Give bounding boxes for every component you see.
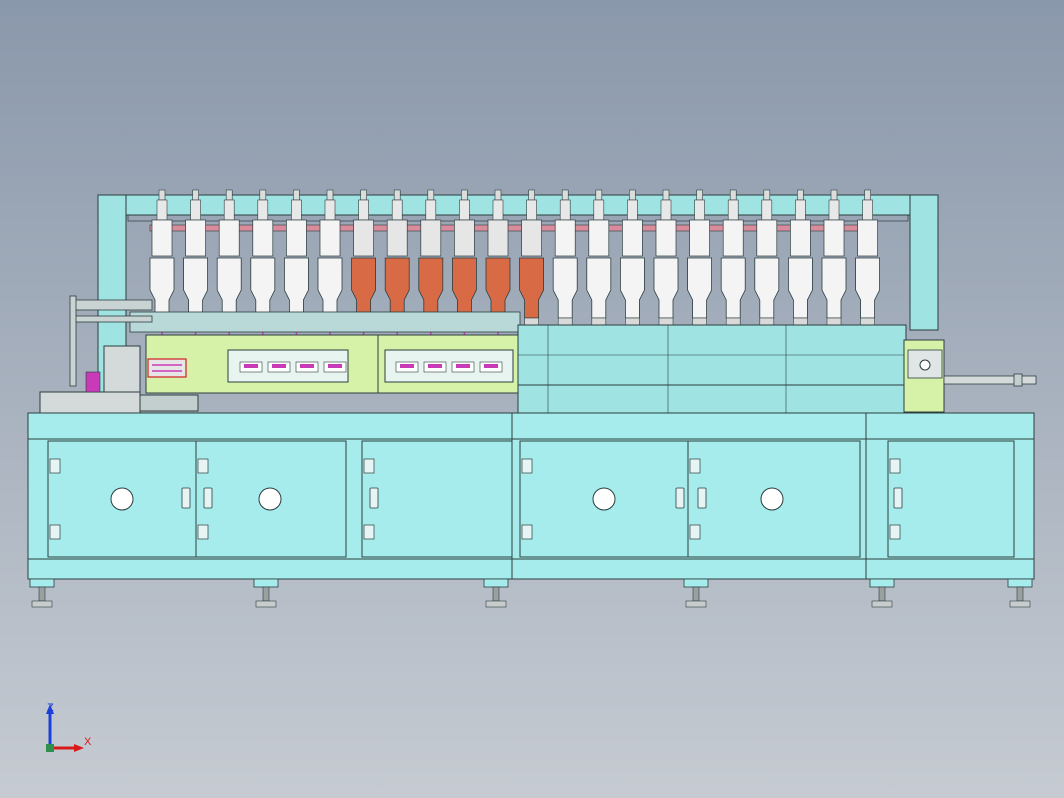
fixture: [295, 361, 319, 373]
horn-station: [788, 189, 813, 336]
leveling-foot: [253, 578, 279, 608]
horn-station: [620, 189, 645, 336]
horn-station: [552, 189, 578, 336]
door-knob: [110, 487, 134, 511]
fixture: [239, 361, 263, 373]
axis-triad: Z X: [46, 702, 92, 752]
door-handle: [697, 487, 707, 509]
x-axis-label: X: [84, 736, 92, 748]
door-handle: [181, 487, 191, 509]
horn-station: [855, 189, 880, 336]
leveling-foot: [1007, 578, 1033, 608]
horn-station: [452, 189, 477, 336]
cabinet-door: [361, 440, 513, 558]
fixture: [323, 361, 347, 373]
leveling-foot: [683, 578, 709, 608]
horn-stations: [149, 189, 880, 336]
horn-station: [519, 189, 544, 336]
fixture: [423, 361, 447, 373]
drive-unit: [103, 345, 141, 395]
horn-station: [149, 189, 175, 336]
feeder-shaft: [943, 375, 1037, 385]
leveling-foot: [29, 578, 55, 608]
horn-station: [586, 189, 612, 336]
fixture: [395, 361, 419, 373]
door-handle: [675, 487, 685, 509]
door-knob: [592, 487, 616, 511]
fixture: [479, 361, 503, 373]
door-knob: [258, 487, 282, 511]
door-knob: [760, 487, 784, 511]
door-handle: [203, 487, 213, 509]
conveyor-section: [39, 295, 1037, 415]
indicator-plate: [147, 358, 187, 378]
leveling-foot: [483, 578, 509, 608]
horn-station: [216, 189, 242, 336]
horn-station: [821, 189, 847, 336]
fixture: [267, 361, 291, 373]
horn-station: [754, 189, 780, 336]
door-handle: [369, 487, 379, 509]
fixture: [451, 361, 475, 373]
horn-station: [653, 189, 679, 336]
cabinet-door: [887, 440, 1015, 558]
horn-station: [687, 189, 712, 336]
door-handle: [893, 487, 903, 509]
z-axis-label: Z: [47, 702, 54, 714]
horn-station: [250, 189, 276, 336]
horn-station: [317, 189, 343, 336]
horn-station: [720, 189, 746, 336]
leveling-foot: [869, 578, 895, 608]
